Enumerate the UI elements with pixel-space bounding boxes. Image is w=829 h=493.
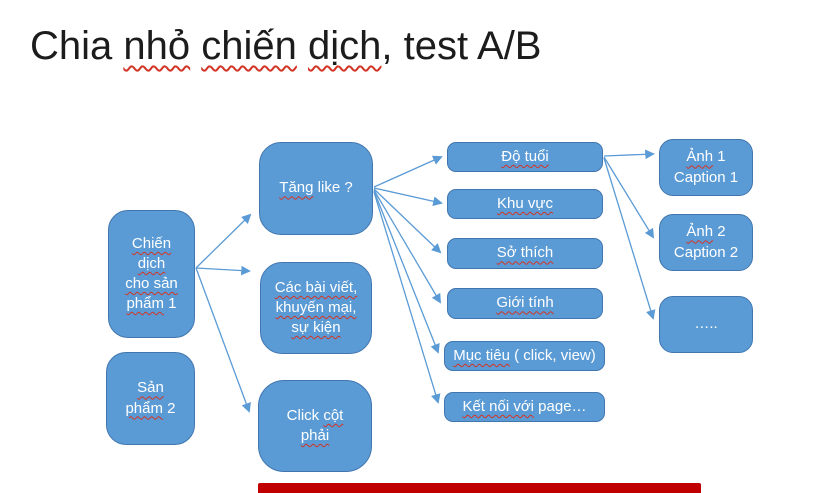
node-line: dịch [138,254,166,274]
node-text: cột [323,406,344,424]
node-line: Độ tuổi [501,147,549,167]
node-text: phẩm [126,295,164,313]
node-line: phẩm 1 [126,294,176,314]
node-line: Sản [137,378,164,398]
node-line: Mục tiêu ( click, view) [453,346,596,366]
node-photo2: Ảnh 2 Caption 2 [659,214,753,271]
title-segment: Chia [30,24,124,68]
node-posts-promos: Các bài viết, khuyến mại, sự kiện [260,262,372,354]
node-product2: Sản phẩm 2 [106,352,195,445]
node-line: Chiến [132,234,171,254]
node-line: sự kiện [291,318,340,338]
node-line: phải [301,426,329,446]
title-segment: , test A/B [381,24,542,68]
node-text: cho sản [125,275,178,292]
arrow-like-to-age [373,155,443,188]
node-text: Sở thích [496,244,554,262]
node-campaign-product1: Chiến dịch cho sản phẩm 1 [108,210,195,338]
node-text: khuyến mại, [275,298,357,316]
node-text: Khu vực [497,194,553,212]
node-text: Caption 2 [673,243,739,261]
node-line: khuyến mại, [276,298,357,318]
node-more: ….. [659,296,753,353]
node-interest: Sở thích [447,238,603,269]
node-line: Caption 1 [674,168,738,188]
node-click-right-column: Click cột phải [258,380,372,472]
title-segment-misspelled: dịch [308,24,382,68]
node-page-connect: Kết nối với page… [444,392,605,422]
node-text: dịch [137,254,166,272]
node-line: Tăng like ? [279,178,352,198]
node-text: page… [534,397,587,415]
node-age: Độ tuổi [447,142,603,172]
arrow-campaign-to-posts [195,265,251,276]
node-text: Độ tuổi [501,147,549,165]
node-text: 1 [164,295,177,313]
arrow-campaign-to-like [195,213,252,269]
arrow-age-to-photo2 [603,156,655,239]
node-text: Caption 1 [673,168,739,186]
node-line: ….. [694,314,717,334]
title-segment [190,24,201,68]
title-segment [297,24,308,68]
node-text: Mục tiêu [453,346,510,364]
node-text: Giới tính [496,294,554,312]
arrow-like-to-interest [373,188,442,254]
arrow-age-to-more [603,157,656,320]
node-photo1: Ảnh 1 Caption 1 [659,139,753,196]
title-segment-misspelled: nhỏ [123,24,191,68]
arrow-age-to-photo1 [603,149,655,160]
node-region: Khu vực [447,189,603,219]
node-text: Ảnh [686,148,714,166]
node-line: Khu vực [497,194,553,214]
arrow-campaign-to-click [195,267,251,413]
node-text: like ? [313,179,353,197]
node-text: Ảnh [686,223,714,241]
node-text: ( click, view) [509,346,596,364]
footer-accent-bar [258,483,701,493]
node-text: Tăng [279,179,314,197]
node-text: Kết nối với [462,397,534,415]
node-line: Click cột [287,406,344,426]
node-line: Giới tính [496,293,553,313]
slide-title: Chia nhỏ chiến dịch, test A/B [30,24,541,69]
node-text: Click [286,406,324,424]
node-text: sự kiện [291,319,341,337]
node-text: ….. [694,315,718,333]
arrow-like-to-region [373,187,443,207]
node-line: phẩm 2 [125,399,175,419]
node-line: Caption 2 [674,243,738,263]
node-increase-like: Tăng like ? [259,142,373,235]
node-line: Ảnh 1 [686,147,725,167]
node-text: 2 [713,223,726,241]
node-text: Sản [137,379,164,397]
node-line: Các bài viết, [275,278,358,298]
node-text: Chiến [131,234,172,252]
node-line: cho sản [125,274,178,294]
node-text: 1 [713,148,726,166]
node-gender: Giới tính [447,288,603,319]
arrow-like-to-gender [373,189,441,304]
node-line: Ảnh 2 [686,222,725,242]
node-line: Kết nối với page… [462,397,586,417]
node-text: phải [300,427,330,444]
node-objective: Mục tiêu ( click, view) [444,341,605,371]
node-text: phẩm [125,399,163,417]
title-segment-misspelled: chiến [201,24,297,68]
node-text: Các bài viết, [274,278,358,296]
node-text: 2 [163,399,176,417]
arrow-like-to-page [373,191,441,404]
arrow-like-to-objective [373,190,440,354]
node-line: Sở thích [497,243,554,263]
